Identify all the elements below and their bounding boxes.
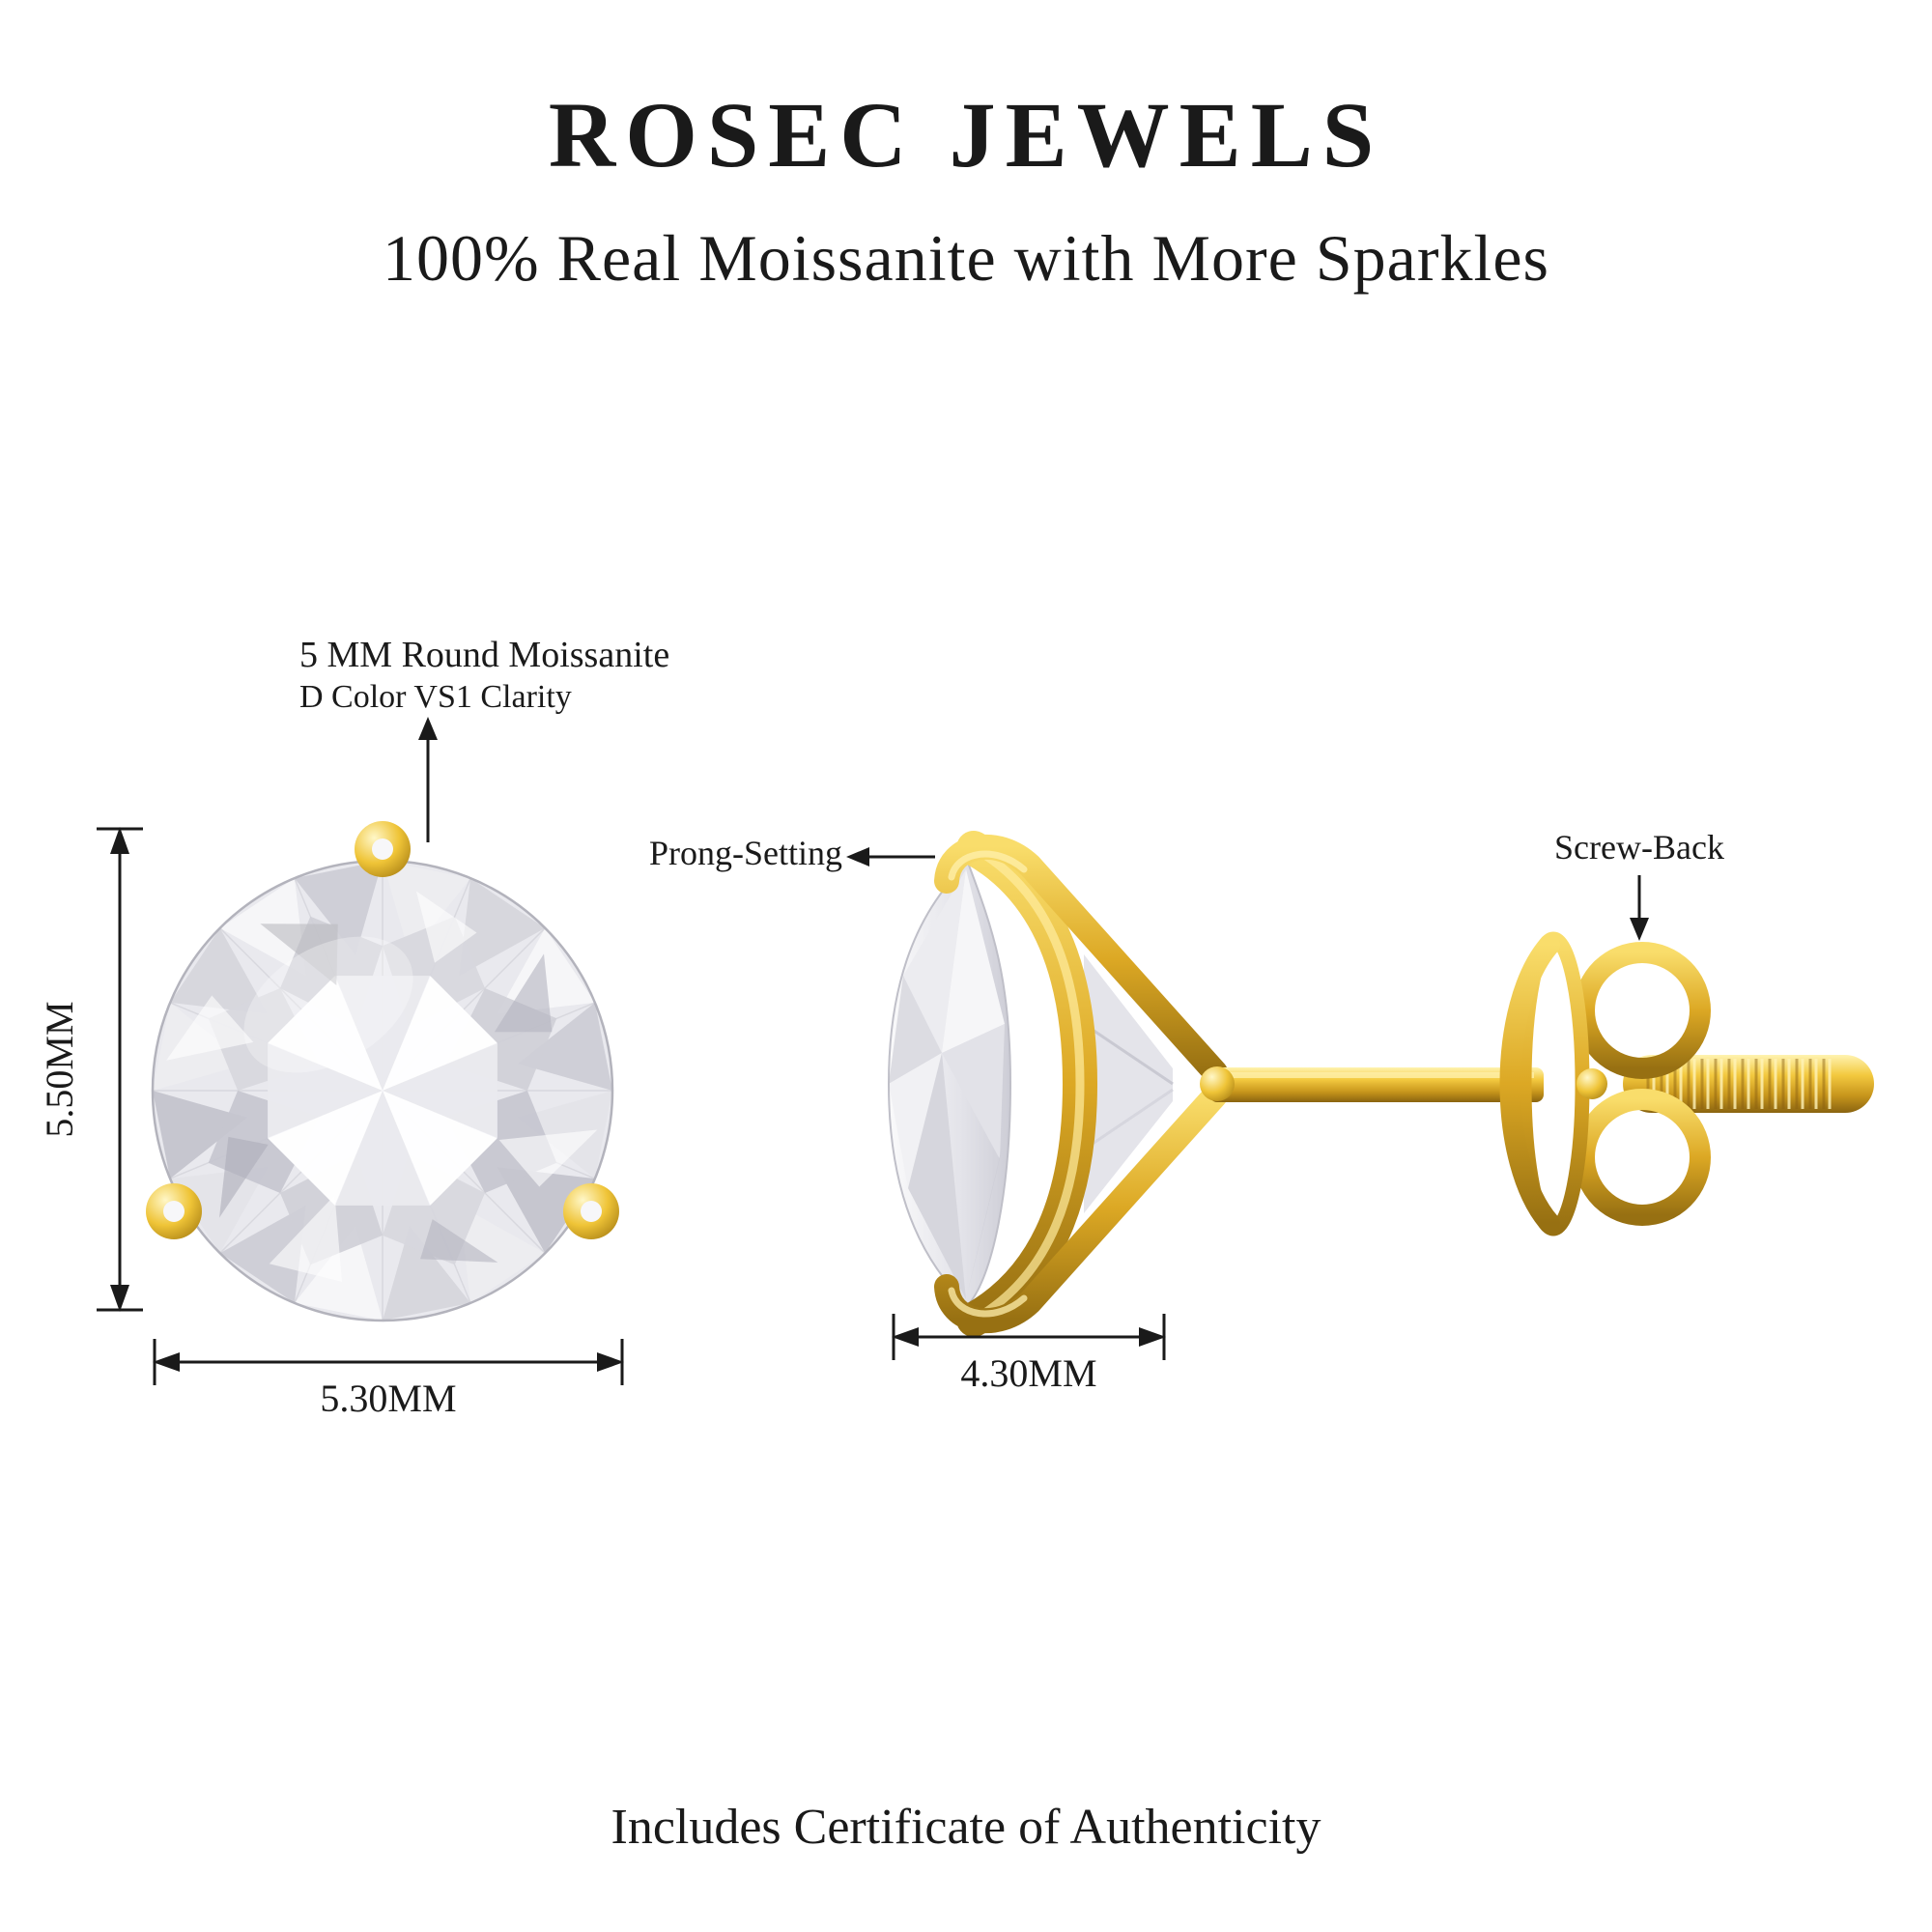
wire-highlight [948,850,1028,881]
gem-front [153,861,612,1321]
arrow-left [153,1352,180,1372]
wire-highlight [948,1287,1028,1318]
certificate-note: Includes Certificate of Authenticity [611,1800,1321,1855]
gem-facet [170,1167,269,1254]
butterfly-loop-top [1574,942,1711,1079]
gem-facet [268,1043,383,1138]
gem-facet [153,1091,247,1179]
screw-back-illustration [1499,931,1874,1236]
dim-front-height-label: 5.50MM [38,1001,81,1138]
gem-sparkle [498,1129,598,1187]
gem-facet [335,1091,430,1206]
gem-facet [497,1167,595,1254]
prong-hole [163,1201,185,1222]
gem-facet [268,1091,383,1206]
gem-facet [383,976,497,1091]
gem-facet [383,1091,497,1206]
stone-callout-line2: D Color VS1 Clarity [299,678,572,715]
stone-callout-label: 5 MM Round Moissanite D Color VS1 Clarit… [299,634,669,717]
stone-callout-line1: 5 MM Round Moissanite [299,635,670,675]
dim-side-width-label: 4.30MM [960,1351,1097,1395]
gem-facet [170,927,269,1014]
gem-facet [383,1226,471,1321]
martini-wire-top [934,834,1228,1085]
gem-highlight [243,936,413,1073]
prong-bottom-left [146,1183,202,1239]
back-hub [1577,1068,1607,1099]
gem-sparkle [260,923,338,985]
prong-callout-arrowhead [846,847,869,867]
gem-facet [459,878,546,977]
gem-facet [219,1205,306,1303]
butterfly-loop-bottom [1574,1089,1711,1226]
gem-facet-line [1083,1022,1174,1086]
prong-top [355,821,411,877]
gem-sparkle [420,1219,498,1263]
gem-sparkle [269,1195,342,1282]
front-earring-illustration [146,821,619,1322]
gem-facet [518,1002,612,1091]
gem-facet [268,976,383,1091]
screw-callout-label: Screw-Back [1554,828,1724,867]
brand-title: ROSEC JEWELS [548,83,1384,186]
gem-facet [294,861,383,955]
dim-front-width-label: 5.30MM [320,1377,457,1420]
gem-sparkle [415,891,477,963]
arrow-right [597,1352,624,1372]
gem-sparkle [219,1136,269,1218]
prong-bottom-right [563,1183,619,1239]
prong-callout-label: Prong-Setting [648,834,842,872]
screw-callout-arrowhead [1630,918,1649,941]
stone-callout-arrowhead [418,717,438,740]
wire-junction [1200,1066,1235,1101]
arrowheads [110,717,1649,1372]
gem-side-pavilion [1084,954,1173,1213]
side-earring-illustration [887,831,1544,1337]
prong-band-highlight [969,843,1085,1324]
gem-facet-line [1083,1088,1174,1151]
gem-facet [459,1205,546,1303]
arrow-left [892,1327,919,1347]
back-pad-arc [1499,934,1560,1234]
gem-sparkle [166,995,254,1061]
gem-sparkle [494,953,553,1033]
arrow-right [1139,1327,1166,1347]
thread-ridges [1646,1059,1832,1109]
prong-hole [581,1201,602,1222]
tagline: 100% Real Moissanite with More Sparkles [382,221,1550,295]
martini-wire-bottom [934,1083,1228,1334]
gem-facet [383,1043,497,1138]
prong-hole [372,838,393,860]
arrow-up [110,827,129,854]
gem-facet [219,878,306,977]
gem-facet [335,976,430,1091]
gem-side-facets [889,869,1010,1299]
arrow-down [110,1285,129,1312]
